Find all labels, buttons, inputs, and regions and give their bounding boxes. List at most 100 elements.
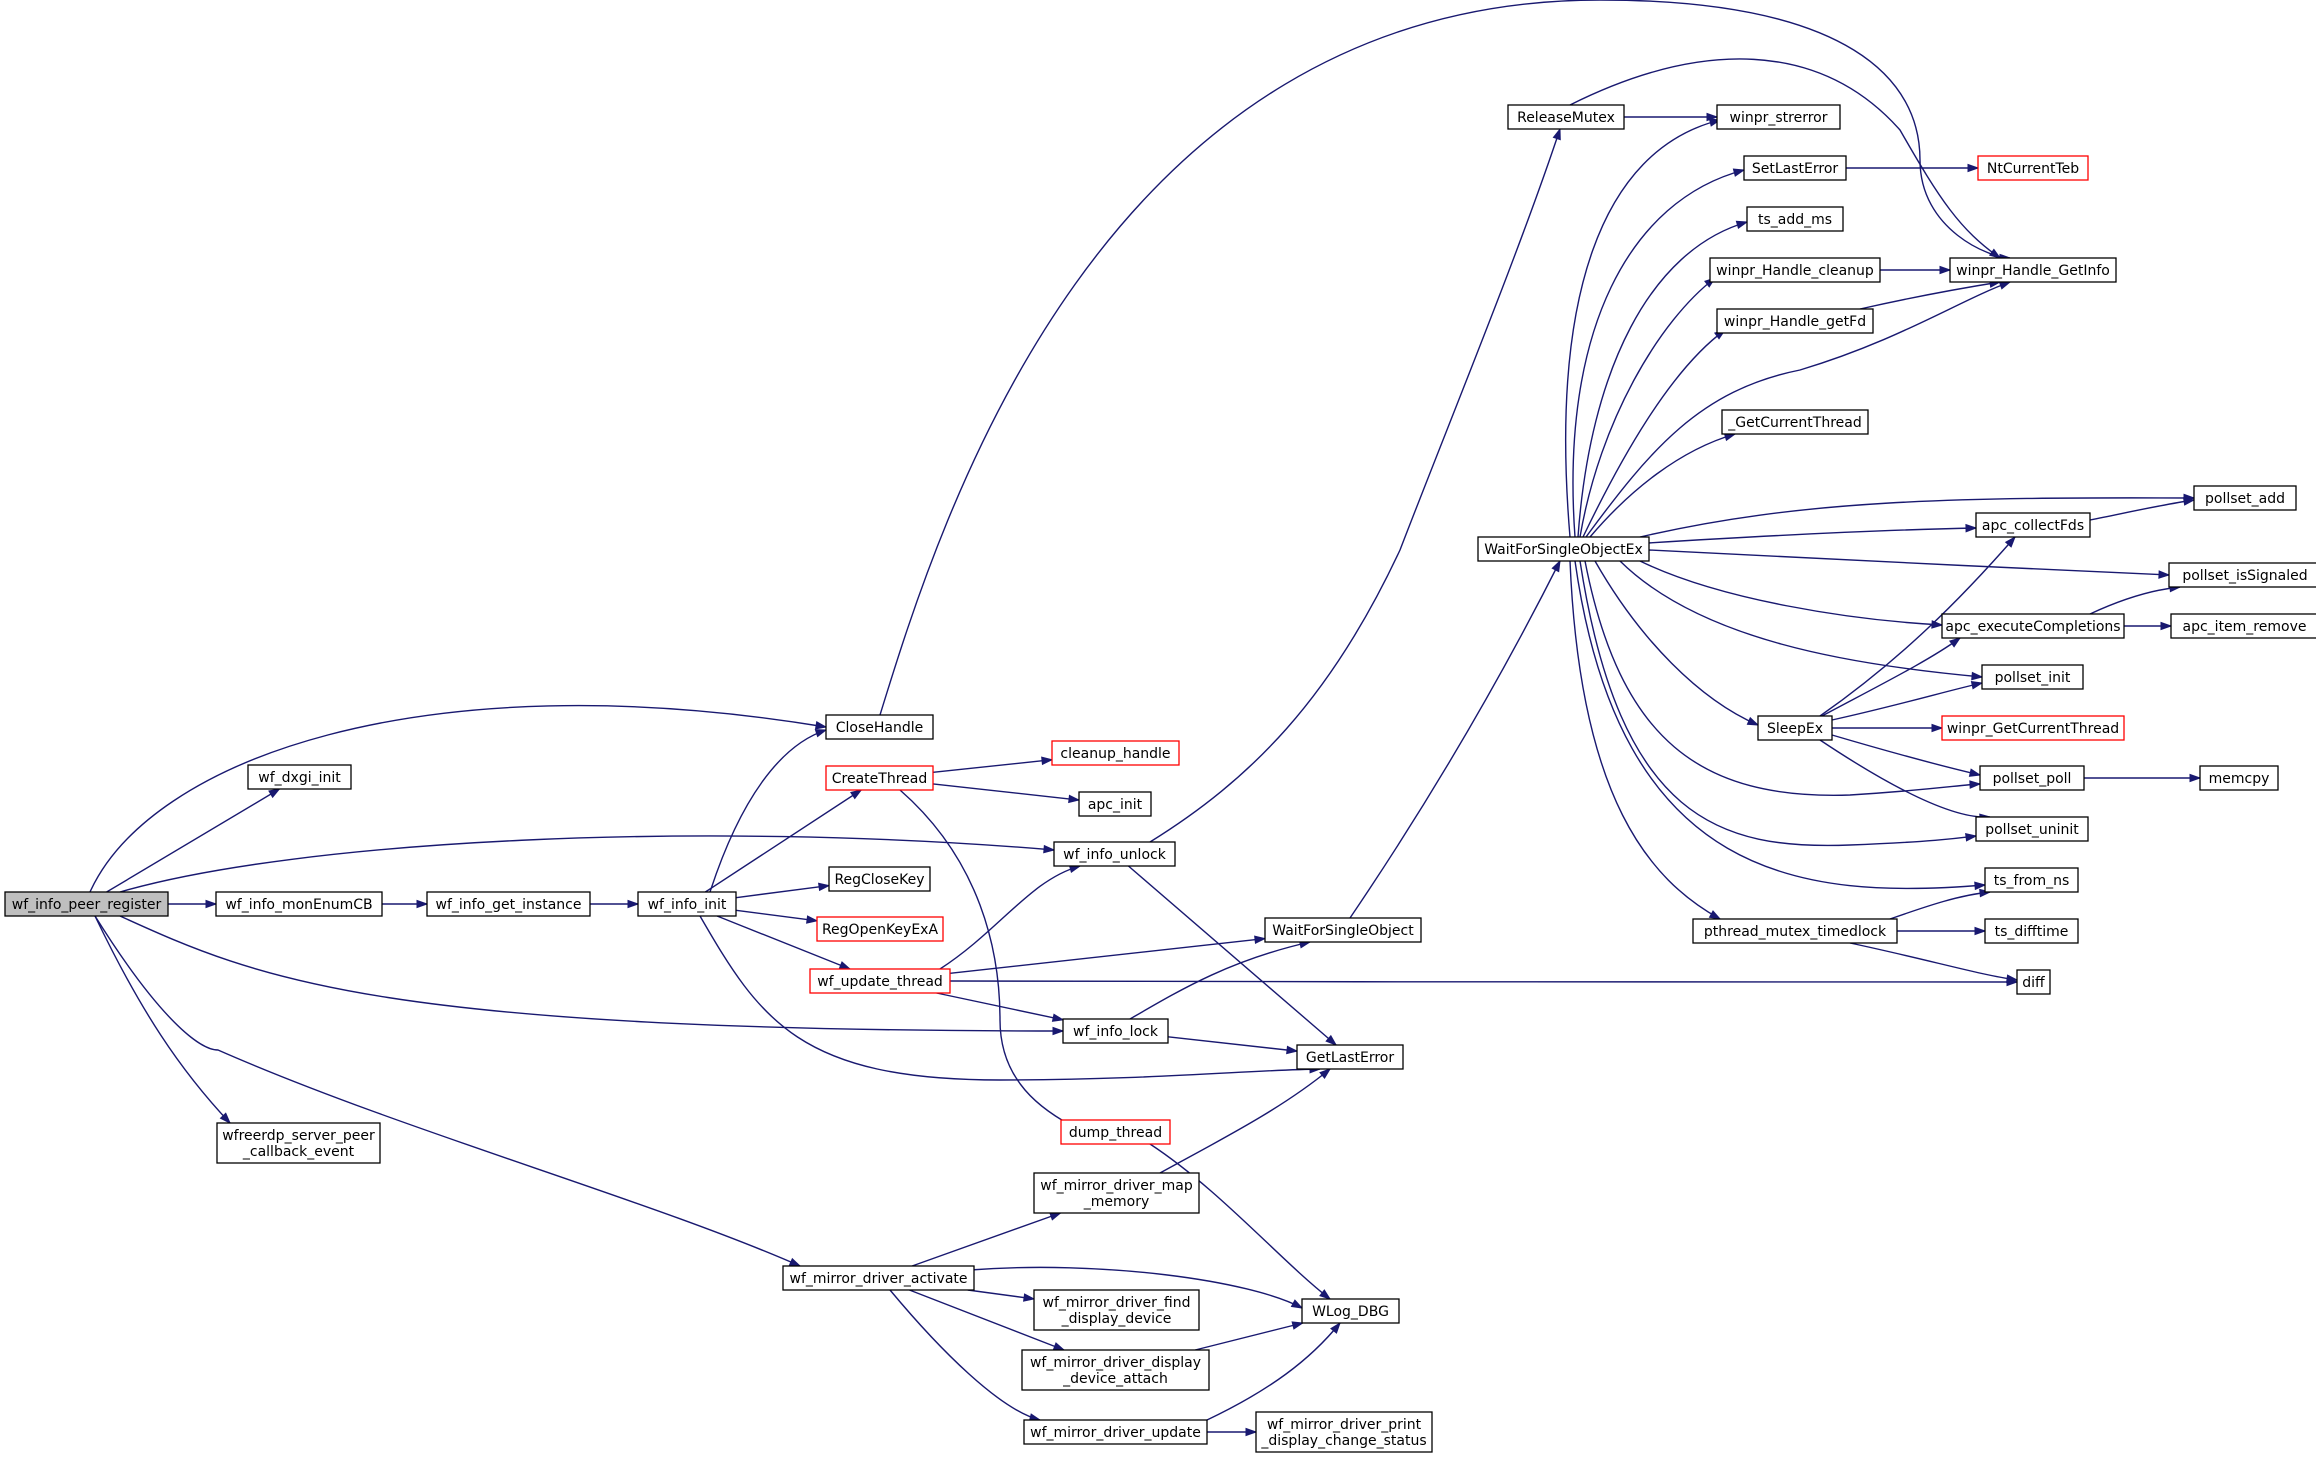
node-wf_update_thread[interactable]: wf_update_thread — [809, 968, 951, 994]
edge-line — [1569, 560, 1721, 920]
node-dump_thread[interactable]: dump_thread — [1060, 1119, 1171, 1145]
node-diff[interactable]: diff — [2016, 969, 2051, 995]
node-SetLastError[interactable]: SetLastError — [1743, 155, 1847, 181]
call-edge-WaitForSingleObjectEx-to-pthread_mutex_timedlock — [1569, 560, 1722, 920]
node-pollset_isSignaled[interactable]: pollset_isSignaled — [2168, 562, 2316, 588]
node-pollset_uninit[interactable]: pollset_uninit — [1975, 816, 2089, 842]
edge-line — [889, 1289, 1041, 1421]
arrowhead — [1965, 523, 1978, 533]
call-edge-wf_info_get_instance-to-wf_info_init — [590, 899, 640, 909]
node-wf_info_monEnumCB[interactable]: wf_info_monEnumCB — [215, 891, 383, 917]
node-RegOpenKeyExA[interactable]: RegOpenKeyExA — [816, 916, 944, 942]
node-ts_from_ns[interactable]: ts_from_ns — [1984, 867, 2079, 893]
call-edge-apc_executeCompletions-to-apc_item_remove — [2124, 621, 2173, 631]
node-winpr_Handle_getFd[interactable]: winpr_Handle_getFd — [1716, 308, 1874, 334]
node-pollset_poll[interactable]: pollset_poll — [1979, 765, 2085, 791]
node-box — [1051, 740, 1180, 766]
edge-line — [1889, 891, 1991, 920]
arrowhead — [1052, 1342, 1066, 1351]
node-RegCloseKey[interactable]: RegCloseKey — [828, 866, 931, 892]
arrowhead — [1939, 265, 1952, 275]
node-ts_difftime[interactable]: ts_difftime — [1984, 918, 2079, 944]
node-ReleaseMutex[interactable]: ReleaseMutex — [1507, 104, 1625, 130]
node-label: wfreerdp_server_peer — [222, 1128, 375, 1144]
node-pollset_add[interactable]: pollset_add — [2193, 485, 2297, 511]
node-box — [1984, 867, 2079, 893]
node-wf_mirror_driver_activate[interactable]: wf_mirror_driver_activate — [782, 1265, 975, 1291]
node-WaitForSingleObject[interactable]: WaitForSingleObject — [1264, 917, 1422, 943]
node-CloseHandle[interactable]: CloseHandle — [825, 714, 934, 740]
node-label: _callback_event — [242, 1144, 355, 1160]
node-wf_info_init[interactable]: wf_info_init — [637, 891, 737, 917]
call-edge-pthread_mutex_timedlock-to-ts_from_ns — [1889, 888, 1992, 920]
node-winpr_Handle_cleanup[interactable]: winpr_Handle_cleanup — [1709, 257, 1881, 283]
arrowhead — [1041, 756, 1054, 766]
call-edge-ReleaseMutex-to-winpr_strerror — [1624, 112, 1719, 122]
node-apc_executeCompletions[interactable]: apc_executeCompletions — [1941, 613, 2125, 639]
node-label: RegOpenKeyExA — [822, 922, 939, 938]
node-wf_info_get_instance[interactable]: wf_info_get_instance — [426, 891, 591, 917]
node-wf_dxgi_init[interactable]: wf_dxgi_init — [247, 764, 352, 790]
call-edge-wf_info_peer_register-to-wf_dxgi_init — [106, 788, 281, 893]
node-box — [1746, 206, 1844, 232]
call-edge-wf_info_init-to-wf_update_thread — [716, 915, 852, 970]
node-winpr_Handle_GetInfo[interactable]: winpr_Handle_GetInfo — [1949, 257, 2117, 283]
edge-line — [1565, 119, 1721, 538]
node-wf_mirror_driver_display_device_attach[interactable]: wf_mirror_driver_display_device_attach — [1021, 1349, 1210, 1391]
node-box — [825, 765, 934, 791]
arrowhead — [627, 899, 640, 909]
node-wf_info_unlock[interactable]: wf_info_unlock — [1053, 841, 1176, 867]
call-edge-WaitForSingleObjectEx-to-pollset_uninit — [1579, 560, 1978, 847]
call-edge-SleepEx-to-apc_collectFds — [1819, 535, 2016, 717]
node-label: winpr_GetCurrentThread — [1947, 721, 2119, 737]
node-CreateThread[interactable]: CreateThread — [825, 765, 934, 791]
node-_GetCurrentThread[interactable]: _GetCurrentThread — [1721, 409, 1869, 435]
node-wf_info_peer_register[interactable]: wf_info_peer_register — [4, 891, 169, 917]
call-edge-wf_info_init-to-CloseHandle — [709, 729, 828, 893]
node-pthread_mutex_timedlock[interactable]: pthread_mutex_timedlock — [1692, 918, 1898, 944]
node-wf_mirror_driver_find_display_device[interactable]: wf_mirror_driver_find_display_device — [1033, 1289, 1200, 1331]
call-edge-SleepEx-to-winpr_GetCurrentThread — [1832, 723, 1944, 733]
node-cleanup_handle[interactable]: cleanup_handle — [1051, 740, 1180, 766]
node-label: wf_info_peer_register — [12, 897, 162, 913]
node-WLog_DBG[interactable]: WLog_DBG — [1301, 1298, 1400, 1324]
node-apc_collectFds[interactable]: apc_collectFds — [1975, 512, 2091, 538]
node-box — [1060, 1119, 1171, 1145]
call-edge-wf_info_peer_register-to-CloseHandle — [89, 704, 828, 893]
node-SleepEx[interactable]: SleepEx — [1757, 715, 1833, 741]
node-wf_mirror_driver_map_memory[interactable]: wf_mirror_driver_map_memory — [1033, 1172, 1200, 1214]
arrowhead — [1968, 768, 1982, 777]
arrowhead — [1998, 281, 2012, 290]
node-wfreerdp_server_peer_callback_event[interactable]: wfreerdp_server_peer_callback_event — [216, 1122, 381, 1164]
node-wf_mirror_driver_update[interactable]: wf_mirror_driver_update — [1023, 1419, 1208, 1445]
node-winpr_strerror[interactable]: winpr_strerror — [1716, 104, 1841, 130]
node-box — [1477, 536, 1650, 562]
node-label: pollset_uninit — [1985, 822, 2079, 838]
node-wf_mirror_driver_print_display_change_status[interactable]: wf_mirror_driver_print_display_change_st… — [1255, 1411, 1433, 1453]
node-ts_add_ms[interactable]: ts_add_ms — [1746, 206, 1844, 232]
arrowhead — [1552, 127, 1561, 141]
arrowhead — [838, 961, 852, 970]
call-edge-WaitForSingleObjectEx-to-ts_add_ms — [1577, 220, 1749, 538]
node-memcpy[interactable]: memcpy — [2199, 765, 2279, 791]
edge-line — [1619, 560, 1983, 678]
edge-line — [89, 704, 827, 893]
edge-line — [1574, 560, 1986, 890]
node-apc_init[interactable]: apc_init — [1078, 791, 1152, 817]
edge-line — [1159, 1068, 1331, 1174]
node-box — [1255, 1411, 1433, 1453]
arrowhead — [814, 721, 828, 730]
node-WaitForSingleObjectEx[interactable]: WaitForSingleObjectEx — [1477, 536, 1650, 562]
arrowhead — [1286, 1045, 1299, 1055]
node-box — [1033, 1172, 1200, 1214]
node-pollset_init[interactable]: pollset_init — [1981, 664, 2084, 690]
edge-line — [1594, 560, 1759, 726]
node-GetLastError[interactable]: GetLastError — [1296, 1044, 1404, 1070]
node-NtCurrentTeb[interactable]: NtCurrentTeb — [1977, 155, 2089, 181]
node-wf_info_lock[interactable]: wf_info_lock — [1062, 1018, 1169, 1044]
node-apc_item_remove[interactable]: apc_item_remove — [2170, 613, 2316, 639]
node-winpr_GetCurrentThread[interactable]: winpr_GetCurrentThread — [1941, 715, 2125, 741]
call-edge-wf_update_thread-to-diff — [949, 977, 2019, 987]
edge-line — [932, 759, 1053, 774]
call-edge-wf_mirror_driver_activate-to-wf_mirror_driver_map_memory — [911, 1212, 1062, 1267]
